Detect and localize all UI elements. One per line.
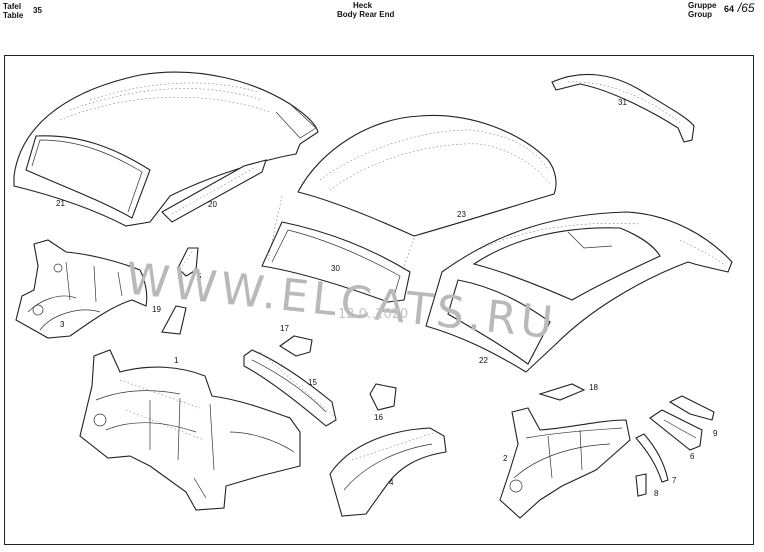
bracket-18 (538, 383, 586, 401)
cross-member-15 (243, 349, 339, 427)
wheel-arch-4 (329, 427, 447, 517)
callout-21: 21 (56, 199, 65, 208)
gruppe-label: Gruppe (688, 1, 717, 10)
table-label: Tafel Table (3, 2, 23, 20)
callout-19: 19 (152, 305, 161, 314)
callout-3: 3 (60, 320, 65, 329)
callout-22: 22 (479, 356, 488, 365)
bracket-19 (161, 305, 187, 335)
roof-shell-23 (297, 114, 557, 237)
bracket-17 (279, 335, 313, 357)
panel-strip-20 (161, 159, 267, 223)
callout-15: 15 (308, 378, 317, 387)
group-number: 64 /65 (724, 0, 755, 15)
callout-2: 2 (503, 454, 508, 463)
callout-4: 4 (389, 478, 394, 487)
callout-1: 1 (174, 356, 179, 365)
callout-31: 31 (618, 98, 627, 107)
callout-8: 8 (654, 489, 659, 498)
roof-opening-22 (425, 211, 733, 373)
group-number-printed: 64 (724, 4, 735, 14)
bracket-6 (649, 409, 703, 451)
roof-panel-21 (13, 71, 319, 227)
callout-5: 5 (197, 272, 202, 281)
bracket-9 (668, 395, 715, 421)
page-title: Heck Body Rear End (337, 1, 394, 19)
strip-7 (635, 433, 669, 483)
watermark-date: 12.0..2020 (338, 307, 408, 322)
table-number: 35 (33, 6, 42, 15)
table-en-label: Table (3, 11, 24, 20)
callout-20: 20 (208, 200, 217, 209)
floor-assembly-1 (79, 349, 301, 511)
title-german: Heck (353, 1, 373, 10)
trim-bar-31 (551, 73, 695, 143)
callout-23: 23 (457, 210, 466, 219)
callout-9: 9 (713, 429, 718, 438)
callout-18: 18 (589, 383, 598, 392)
group-number-handwritten: 65 (741, 1, 755, 15)
callout-17: 17 (280, 324, 289, 333)
side-panel-3 (15, 239, 148, 339)
bracket-5 (177, 247, 199, 277)
group-label: Gruppe Group (688, 1, 716, 19)
diagram-frame (4, 55, 754, 545)
callout-7: 7 (672, 476, 677, 485)
callout-6: 6 (690, 452, 695, 461)
title-english: Body Rear End (337, 10, 395, 19)
callout-30: 30 (331, 264, 340, 273)
callout-16: 16 (374, 413, 383, 422)
bracket-16 (369, 383, 397, 411)
clip-8 (635, 473, 647, 497)
tafel-label: Tafel (3, 2, 22, 11)
group-en-label: Group (688, 10, 712, 19)
side-panel-2 (499, 407, 631, 519)
window-frame-30 (261, 195, 415, 303)
